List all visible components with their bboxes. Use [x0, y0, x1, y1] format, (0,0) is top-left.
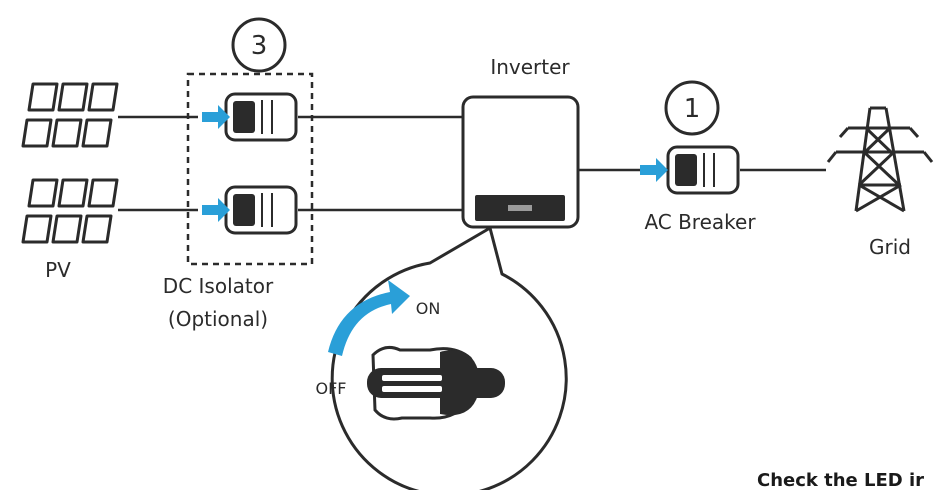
grid-label: Grid	[869, 235, 911, 259]
led-check-text: Check the LED ir	[757, 470, 925, 491]
arrow-icon	[202, 198, 230, 222]
pv-panel-top	[21, 82, 119, 148]
dc-isolator-label: DC Isolator	[163, 274, 274, 298]
ac-breaker	[666, 145, 740, 195]
ac-breaker-label: AC Breaker	[644, 210, 756, 234]
dc-isolator-optional-label: (Optional)	[168, 307, 268, 331]
inverter-unit	[461, 95, 580, 229]
svg-text:3: 3	[251, 31, 268, 61]
rotary-switch	[367, 345, 505, 421]
arrow-icon	[202, 105, 230, 129]
grid-tower-icon	[826, 106, 934, 213]
inverter-label: Inverter	[490, 55, 570, 79]
svg-text:1: 1	[684, 94, 701, 124]
dc-isolator-bottom	[224, 185, 298, 235]
pv-panel-bottom	[21, 178, 119, 244]
switch-on-label: ON	[416, 299, 441, 318]
dc-isolator-box	[186, 72, 314, 266]
step-badge-dc-isolator: 3	[231, 17, 287, 73]
switch-handle	[367, 368, 505, 398]
step-badge-ac-breaker: 1	[664, 80, 720, 136]
pv-label: PV	[45, 258, 71, 282]
rotate-arrow-icon	[328, 280, 410, 356]
arrow-icon	[640, 158, 668, 182]
switch-off-label: OFF	[316, 379, 347, 398]
wires	[118, 115, 826, 212]
dc-isolator-top	[224, 92, 298, 142]
